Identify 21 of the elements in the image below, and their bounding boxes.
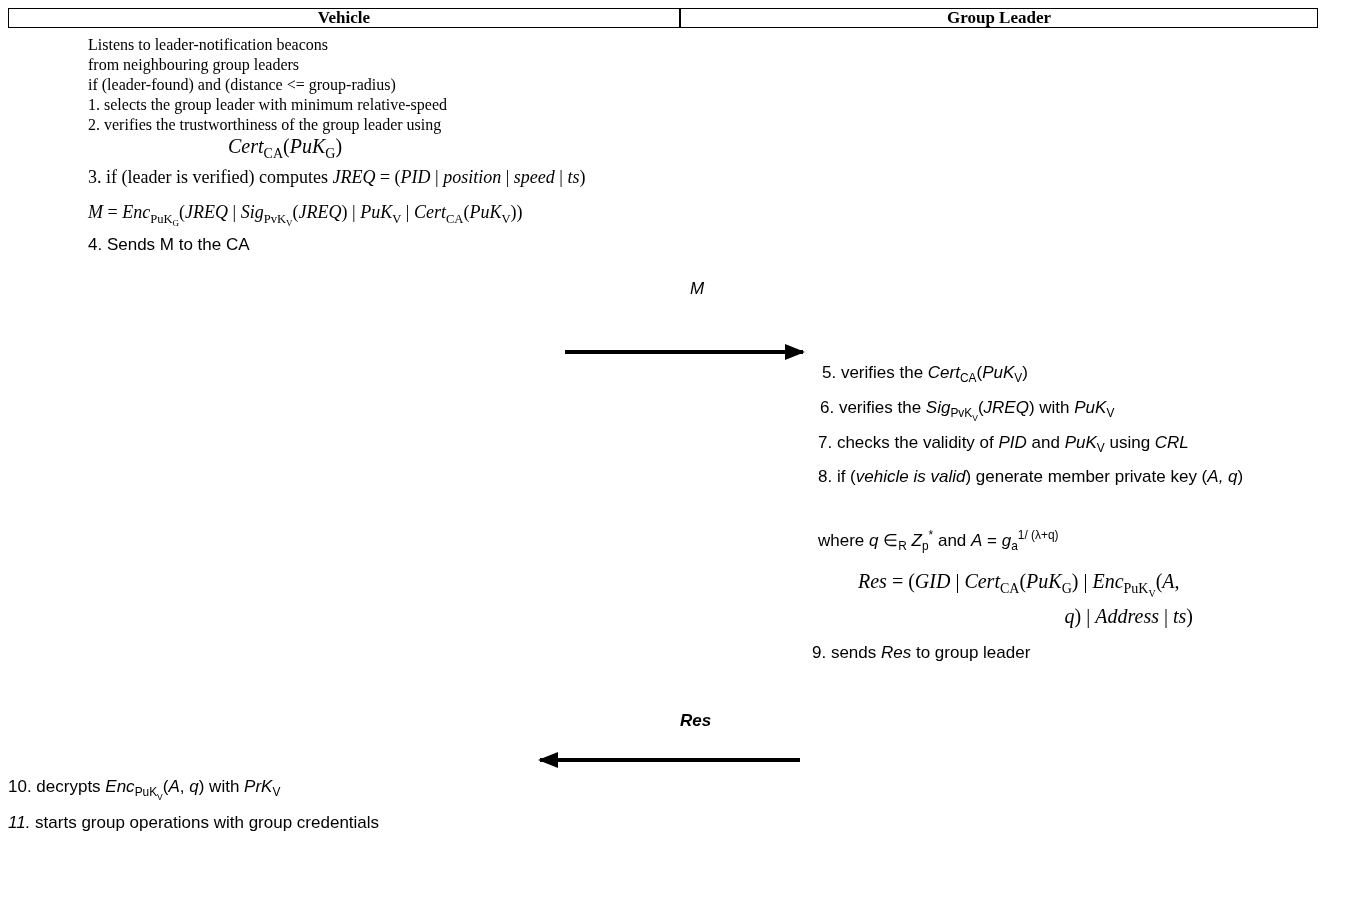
step-text: 3. if (leader is verified) computes JREQ = (PID | position | speed | ts) (88, 166, 586, 189)
column-header: Vehicle (8, 8, 680, 28)
step-text: 4. Sends M to the CA (88, 234, 250, 256)
step-text: 9. sends Res to group leader (812, 642, 1031, 664)
step-text: 7. checks the validity of PID and PuK$_{V}$ using CRL (818, 432, 1189, 455)
step-text: Listens to leader-notification beacons (88, 35, 329, 55)
step-text: Res = (GID | Cert$_{CA}$(PuK$_{G}$) | Enc$_{PuK}$$_{V}$(A, q) | Address | ts) (858, 569, 1193, 630)
step-text: from neighbouring group leaders (88, 55, 300, 76)
step-text: M (690, 278, 705, 300)
step-text: 2. verifies the trustworthiness of the group leader using (88, 115, 442, 136)
step-text: 6. verifies the Sig$_{PvK}$$_{V}$(JREQ) with PuK$_{V}$ (820, 397, 1115, 420)
step-text: 10. decrypts Enc$_{PuK}$$_{V}$(A, q) with PrK$_{V}$ (8, 776, 281, 799)
step-text: 5. verifies the Cert$_{CA}$(PuK$_{V}$) (822, 362, 1028, 385)
step-text: 11. starts group operations with group credentials (8, 812, 380, 834)
step-text: if (leader-found) and (distance <= group-radius) (88, 75, 396, 96)
step-text: M = Enc$_{PuK}$$_{G}$(JREQ | Sig$_{PvK}$$_{V}$(JREQ) | PuK$_{V}$ | Cert$_{CA}$(PuK$_{V}$)) (88, 201, 523, 225)
step-text: Res (680, 710, 712, 732)
column-header: Group Leader (680, 8, 1318, 28)
step-text: 1. selects the group leader with minimum relative-speed (88, 95, 447, 116)
step-text: Cert$_{CA}$(PuK$_{G}$) (228, 134, 343, 160)
step-text: 8. if (vehicle is valid) generate member private key (A, q) (818, 466, 1245, 488)
